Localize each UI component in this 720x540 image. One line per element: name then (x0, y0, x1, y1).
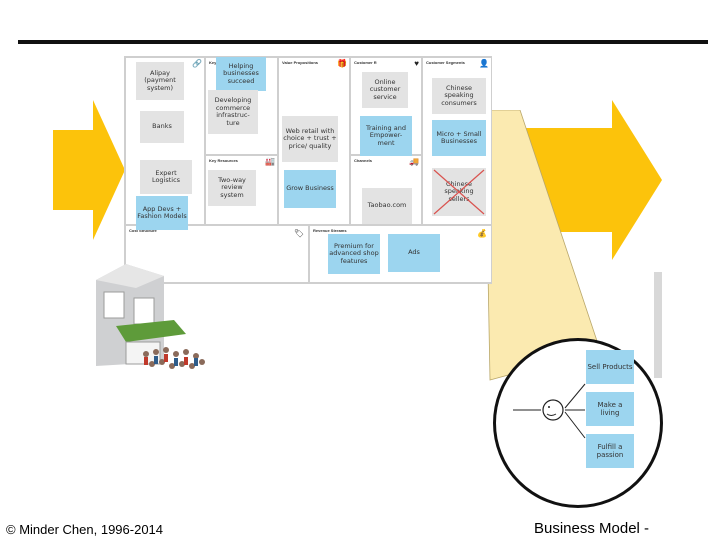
note-ads: Ads (388, 234, 440, 272)
profile-connectors (513, 383, 586, 439)
note-fulfill-passion: Fulfill a passion (586, 434, 634, 468)
section-title: Customer Segments (426, 60, 465, 65)
note-training-empowerment: Training and Empower- ment (360, 116, 412, 156)
section-title: Key Resources (209, 158, 238, 163)
money-bag-icon: 💰 (477, 229, 487, 238)
section-title: Customer R (354, 60, 377, 65)
section-revenue-streams: Revenue Streams 💰 (309, 225, 492, 283)
copyright-text: © Minder Chen, 1996-2014 (6, 522, 164, 537)
section-cost-structure: Cost Structure 🏷 (125, 225, 309, 283)
section-title: Channels (354, 158, 373, 163)
user-icon: 👤 (479, 59, 489, 68)
section-title: Key (209, 60, 217, 65)
note-banks: Banks (140, 111, 184, 143)
note-chinese-consumers: Chinese speaking consumers (432, 78, 486, 114)
section-key-resources: Key Resources 🏭 (205, 155, 278, 225)
link-icon: 🔗 (192, 59, 202, 68)
side-stripe (654, 272, 662, 378)
note-helping-businesses: Helping businesses succeed (216, 57, 266, 91)
gift-icon: 🎁 (337, 59, 347, 68)
note-chinese-sellers: Chinese speaking sellers (432, 168, 486, 216)
cross-out-icon (433, 169, 485, 215)
note-taobao: Taobao.com (362, 188, 412, 224)
note-premium-features: Premium for advanced shop features (328, 234, 380, 274)
tag-icon: 🏷 (293, 229, 304, 238)
section-customer-segments: Customer Segments 👤 (422, 57, 492, 225)
note-grow-business: Grow Business (284, 170, 336, 208)
section-title: Cost Structure (129, 228, 157, 233)
section-title: Revenue Streams (313, 228, 347, 233)
truck-icon: 🚚 (409, 157, 419, 166)
storefront-illustration (96, 264, 205, 369)
customer-profile-circle (493, 338, 663, 508)
note-expert-logistics: Expert Logistics (140, 160, 192, 194)
note-alipay: Alipay (payment system) (136, 62, 184, 100)
note-app-devs: App Devs + Fashion Models (136, 196, 188, 230)
note-make-living: Make a living (586, 392, 634, 426)
note-web-retail: Web retail with choice + trust + price/ … (282, 116, 338, 162)
note-micro-small-businesses: Micro + Small Businesses (432, 120, 486, 156)
heart-icon: ♥ (414, 59, 419, 68)
section-value-propositions: Value Propositions 🎁 (278, 57, 350, 225)
note-sell-products: Sell Products (586, 350, 634, 384)
top-divider (18, 40, 708, 44)
slide-title: Business Model - (534, 520, 650, 537)
left-arrow-shape (53, 100, 125, 240)
note-developing-infrastructure: Developing commerce infrastruc- ture (208, 90, 258, 134)
note-two-way-review: Two-way review system (208, 170, 256, 206)
factory-icon: 🏭 (265, 157, 275, 166)
section-title: Value Propositions (282, 60, 319, 65)
note-online-customer-service: Online customer service (362, 72, 408, 108)
